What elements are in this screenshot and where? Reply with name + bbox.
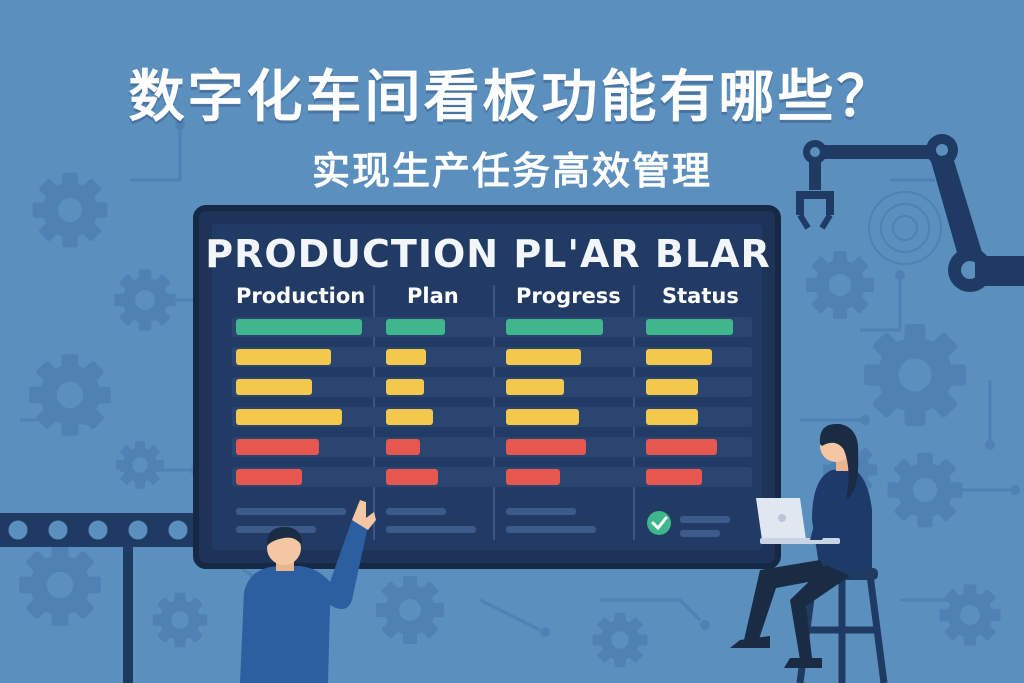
status-bar	[506, 379, 564, 395]
status-bar	[646, 439, 717, 455]
column-header-status: Status	[662, 284, 739, 308]
robot-arm	[796, 134, 1024, 292]
row-track	[232, 467, 752, 487]
row-track	[232, 377, 752, 397]
status-bar	[236, 469, 302, 485]
status-bar	[236, 379, 312, 395]
board-bars	[232, 317, 752, 487]
board-title: PRODUCTION PL'AR BLAR	[205, 232, 771, 276]
status-bar	[646, 319, 733, 335]
column-header-plan: Plan	[407, 284, 459, 308]
page-title: 数字化车间看板功能有哪些？	[128, 65, 896, 130]
row-track	[232, 407, 752, 427]
status-bar	[646, 469, 702, 485]
status-bar	[386, 319, 445, 335]
row-track	[232, 347, 752, 367]
status-bar	[386, 409, 433, 425]
status-bar	[506, 319, 603, 335]
conveyor-belt	[0, 513, 200, 683]
check-circle-icon	[647, 511, 671, 535]
status-bar	[386, 439, 420, 455]
page-subtitle: 实现生产任务高效管理	[311, 149, 712, 193]
status-bar	[236, 319, 362, 335]
man-figure	[240, 500, 376, 683]
status-bar	[646, 349, 712, 365]
row-track	[232, 437, 752, 457]
status-bar	[236, 349, 331, 365]
status-bar	[506, 349, 581, 365]
status-bar	[506, 439, 586, 455]
woman-figure	[730, 423, 888, 683]
column-header-production: Production	[236, 284, 366, 308]
status-bar	[386, 349, 426, 365]
column-header-progress: Progress	[516, 284, 621, 308]
status-bar	[236, 439, 319, 455]
status-bar	[506, 469, 560, 485]
status-bar	[506, 409, 579, 425]
status-bar	[236, 409, 342, 425]
status-bar	[646, 409, 698, 425]
status-bar	[386, 379, 424, 395]
status-bar	[386, 469, 438, 485]
production-board	[193, 205, 781, 569]
status-bar	[646, 379, 698, 395]
